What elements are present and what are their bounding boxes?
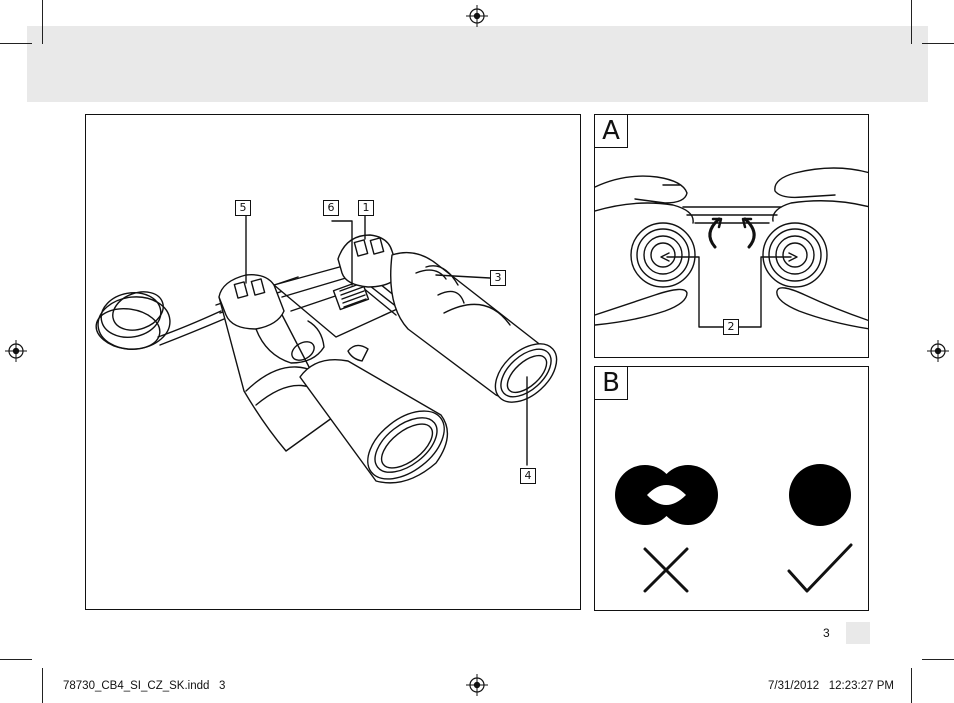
page-number: 3 [823, 626, 830, 640]
view-comparison-illustration [615, 464, 853, 593]
panel-b-view-comparison: B [594, 366, 869, 611]
incorrect-view [615, 465, 718, 525]
registration-mark-top [466, 5, 488, 27]
crop-mark [911, 668, 912, 703]
callout-4: 4 [520, 468, 536, 484]
panel-a-letter: A [595, 115, 628, 148]
page-tab-marker [846, 622, 870, 644]
registration-mark-bottom [466, 674, 488, 696]
binoculars-overview-panel: 5 6 1 3 4 [85, 114, 581, 610]
crop-mark [922, 659, 954, 660]
callout-2: 2 [723, 319, 739, 335]
crop-mark [42, 0, 43, 44]
crop-mark [0, 659, 32, 660]
callout-5: 5 [235, 200, 251, 216]
checkmark-icon [787, 543, 853, 593]
cross-icon [643, 547, 689, 593]
callout-1: 1 [358, 200, 374, 216]
crop-mark [0, 43, 32, 44]
hands-binoculars-illustration [595, 167, 868, 330]
panel-a-adjust-eyepieces: A 2 [594, 114, 869, 358]
registration-mark-right [927, 340, 949, 362]
crop-mark [911, 0, 912, 44]
slug-file-name: 78730_CB4_SI_CZ_SK.indd 3 [63, 680, 226, 692]
callout-3: 3 [490, 270, 506, 286]
crop-mark [42, 668, 43, 703]
correct-view [789, 464, 851, 526]
registration-mark-left [5, 340, 27, 362]
slug-timestamp: 7/31/2012 12:23:27 PM [768, 680, 894, 692]
binoculars-illustration [95, 214, 558, 484]
panel-b-letter: B [595, 367, 628, 400]
header-band [27, 26, 928, 102]
callout-6: 6 [323, 200, 339, 216]
crop-mark [922, 43, 954, 44]
